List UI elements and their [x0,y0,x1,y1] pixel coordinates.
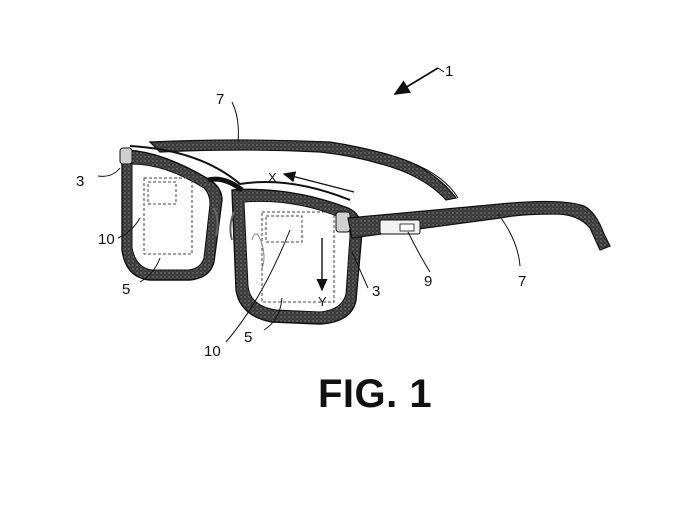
figure-caption: FIG. 1 [318,372,433,416]
label-display-right: 10 [204,343,221,360]
label-hinge-left: 3 [76,173,84,190]
lens-right [243,200,351,313]
display-area-right [261,211,335,303]
label-device: 1 [445,63,453,80]
lens-left [131,163,211,271]
temple-arm-front [347,200,611,251]
label-display-left: 10 [98,231,115,248]
label-module: 9 [424,273,432,290]
label-lens-left: 5 [122,281,130,298]
hinge-right [335,211,351,233]
display-area-left [143,177,193,255]
leader-lines [97,67,521,343]
device-pointer-arrow [393,67,439,95]
label-hinge-right: 3 [372,283,380,300]
nose-pads [213,207,235,241]
label-temple-top: 7 [216,91,224,108]
x-axis-arrow [282,171,355,193]
label-axis-y: Y [318,294,327,309]
temple-arm-back [148,139,459,201]
reference-numerals: 1 7 3 10 5 3 9 7 10 5 X Y [76,63,526,360]
label-temple-right: 7 [518,273,526,290]
label-lens-right: 5 [244,329,252,346]
hinge-left [119,147,133,165]
label-axis-x: X [268,170,277,185]
